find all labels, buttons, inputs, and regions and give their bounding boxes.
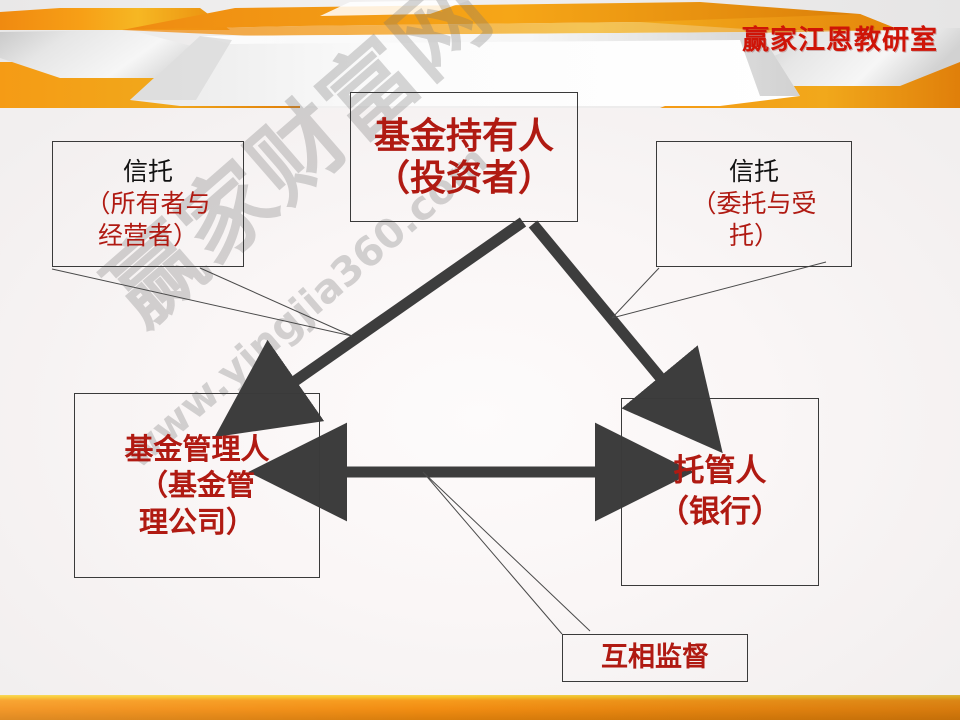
leader-left-note xyxy=(51,267,353,337)
node-fund-manager[interactable]: 基金管理人 （基金管 理公司） xyxy=(74,393,320,578)
annotation-right-line1: 信托 xyxy=(728,157,779,186)
footer-bar-shine xyxy=(0,695,960,720)
annotation-left-line3: 经营者） xyxy=(97,221,198,250)
node-custodian[interactable]: 托管人 （银行） xyxy=(621,398,819,586)
annotation-right-trust[interactable]: 信托 （委托与受 托） xyxy=(656,141,852,267)
node-fund-holder[interactable]: 基金持有人 （投资者） xyxy=(350,92,578,222)
node-fund-holder-line1: 基金持有人 xyxy=(373,114,554,157)
annotation-mutual-supervision[interactable]: 互相监督 xyxy=(562,634,748,682)
annotation-left-trust[interactable]: 信托 （所有者与 经营者） xyxy=(52,141,244,267)
arrow-holder-to-custodian xyxy=(528,220,723,454)
node-fund-holder-line2: （投资者） xyxy=(373,157,554,199)
node-fund-manager-line3: 理公司） xyxy=(138,504,255,539)
leader-right-note xyxy=(611,261,827,319)
slide-banner: 赢家江恩教研室 xyxy=(0,0,960,108)
annotation-bottom-line1: 互相监督 xyxy=(601,641,709,673)
node-fund-manager-line1: 基金管理人 xyxy=(124,431,270,466)
leader-bottom-note xyxy=(422,471,591,635)
node-custodian-line2: （银行） xyxy=(658,494,782,530)
annotation-right-line3: 托） xyxy=(728,221,779,250)
node-fund-manager-line2: （基金管 xyxy=(138,468,255,503)
node-custodian-line1: 托管人 xyxy=(673,453,767,490)
arrow-holder-to-manager xyxy=(214,217,527,438)
banner-title: 赢家江恩教研室 xyxy=(742,25,938,56)
annotation-left-line2: （所有者与 xyxy=(85,189,211,218)
annotation-right-line2: （委托与受 xyxy=(691,189,817,218)
footer-orange-bar xyxy=(0,695,960,720)
annotation-left-line1: 信托 xyxy=(122,157,173,186)
